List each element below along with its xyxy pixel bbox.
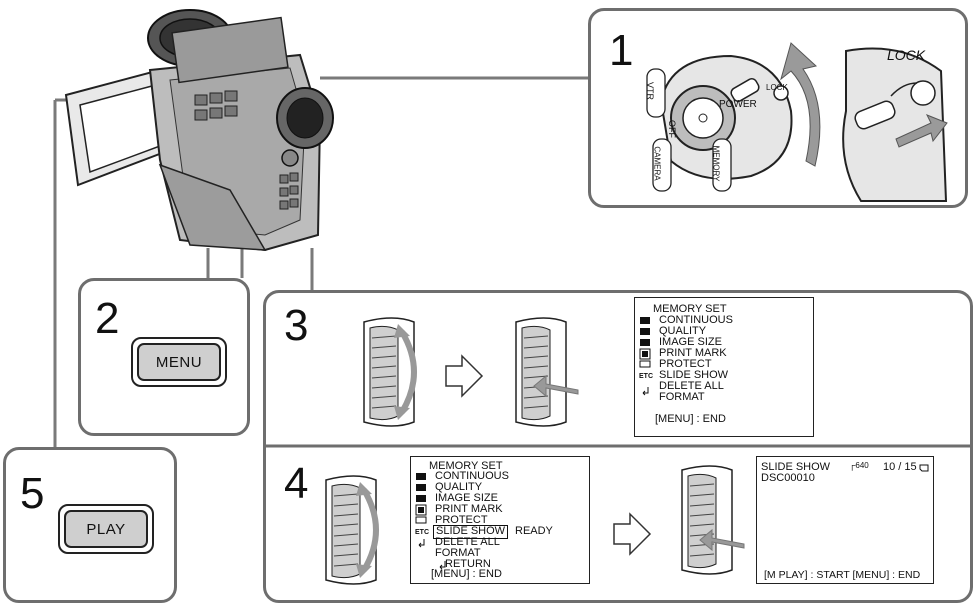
menu-item: PROTECT [435,514,488,526]
lock-small-label: LOCK [766,83,788,92]
play-button[interactable]: PLAY [58,504,154,554]
dial-rotate-4 [325,475,379,585]
slide-show-title: SLIDE SHOW [761,461,831,473]
menu-item: DELETE ALL [659,380,724,392]
step-3-number: 3 [284,301,309,350]
memory-card-icon [919,464,929,472]
menu-button-label: MENU [155,353,203,371]
dial-rotate-3 [363,317,417,427]
menu-item: IMAGE SIZE [659,336,722,348]
menu-item: QUALITY [659,325,707,337]
menu-item: CONTINUOUS [659,314,733,326]
lock-label: LOCK [887,47,926,63]
menu-item: IMAGE SIZE [435,492,498,504]
menu-item: PROTECT [659,358,712,370]
menu-item: FORMAT [435,547,481,559]
slide-show-footer: [M PLAY] : START [MENU] : END [764,569,921,581]
image-size-label: ┌640 [849,460,869,472]
menu-item-selected: SLIDE SHOW [433,525,509,539]
menu-footer: [MENU] : END [655,413,726,425]
dial-press-4 [681,465,745,575]
menu-item: FORMAT [659,391,705,403]
menu-item: DELETE ALL [435,536,500,548]
menu-item: QUALITY [435,481,483,493]
etc-icon: ETC [639,373,653,380]
menu-item: PRINT MARK [435,503,503,515]
step-5-number: 5 [20,469,45,518]
step-2-panel: 2 MENU [78,278,250,436]
step-5-panel: 5 PLAY [3,447,177,603]
image-size-value: 640 [855,461,869,470]
menu-icons [415,473,446,570]
menu-title: MEMORY SET [429,460,503,472]
menu-footer: [MENU] : END [431,568,502,580]
step-1-panel: 1 POWER LOCK VTR OFF CAMERA MEMORY LOCK [588,8,968,208]
power-label: POWER [719,99,757,110]
memory-set-menu-3: MEMORY SET CONTINUOUS QUALITY IMAGE SIZE… [634,297,814,437]
menu-icons [639,317,651,396]
menu-item: PRINT MARK [659,347,727,359]
file-name: DSC00010 [761,472,815,484]
play-button-label: PLAY [86,520,126,538]
power-dial-illustration [646,42,948,202]
menu-button[interactable]: MENU [131,337,227,387]
menu-item: CONTINUOUS [435,470,509,482]
image-counter: 10 / 15 [883,461,917,473]
step-1-number: 1 [609,26,634,75]
slide-show-screen: SLIDE SHOW ┌640 10 / 15 DSC00010 [M PLAY… [756,456,934,584]
image-size-icon: ┌ [849,460,856,470]
etc-icon: ETC [415,529,429,536]
step-4-number: 4 [284,459,309,508]
memory-set-menu-4: MEMORY SET CONTINUOUS QUALITY IMAGE SIZE… [410,456,590,584]
ready-status: READY [515,525,553,537]
menu-title: MEMORY SET [653,303,727,315]
menu-item: SLIDE SHOW [659,369,729,381]
dial-press-3 [515,317,579,427]
menu-return: RETURN [445,558,491,570]
step-2-number: 2 [95,294,120,343]
